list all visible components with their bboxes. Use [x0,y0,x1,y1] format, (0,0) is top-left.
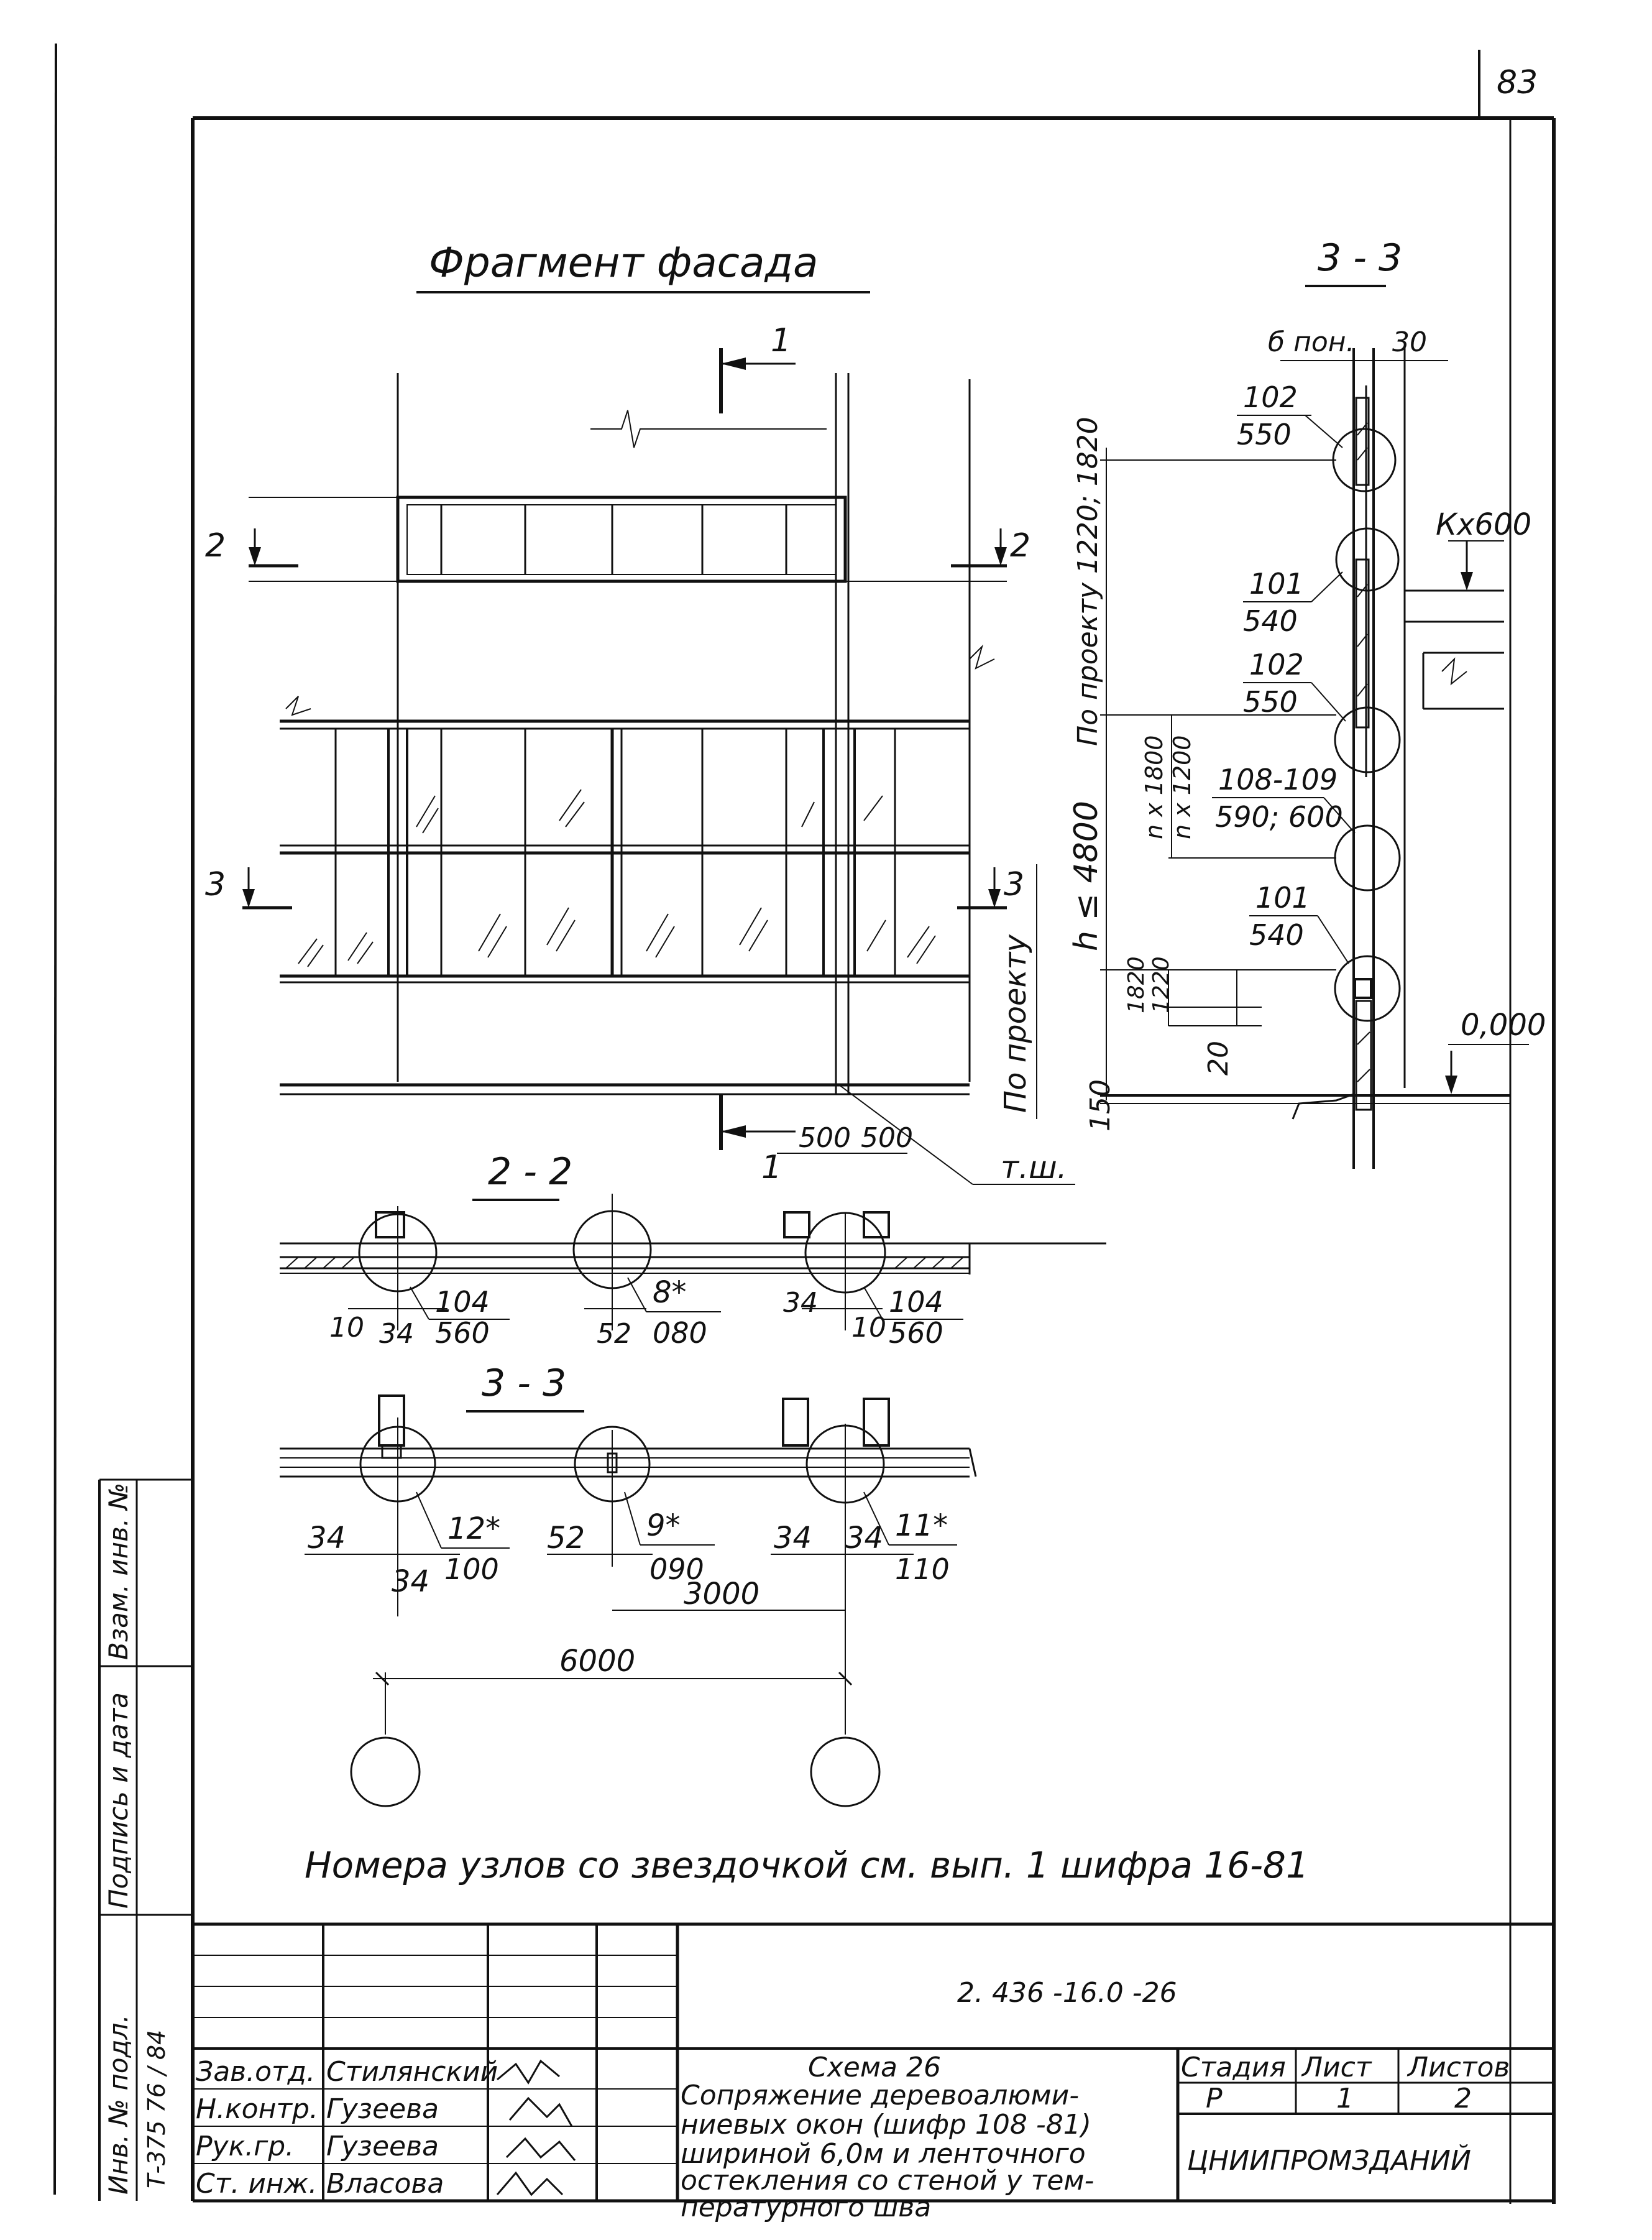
name-4: Власова [326,2168,444,2200]
sheet-550-a: 550 [1237,418,1292,451]
dim-500-a: 500 [799,1122,851,1154]
side-inv-subst: Взам. инв. № [103,1483,134,1660]
dim-3000: 3000 [684,1577,759,1611]
kx600-label: Кх600 [1436,507,1531,542]
node-102-a: 102 [1243,380,1298,414]
dim-6000: 6000 [559,1644,635,1679]
nx1800: n x 1800 [1140,735,1168,839]
doc-code: 2. 436 -16.0 -26 [957,1977,1177,2009]
dim-10-a: 10 [329,1312,364,1344]
section-mark-1-bottom: 1 [761,1149,782,1186]
sheet-110: 110 [895,1552,950,1586]
page-number: 83 [1497,64,1538,101]
desc-line-1: Сопряжение деревоалюми- [681,2080,1079,2111]
dim-34-c: 34 [774,1521,812,1556]
d1220: 1220 [1149,956,1174,1013]
section-mark-3-left: 3 [205,866,226,903]
side-inv-orig: Инв. № подл. [103,2014,134,2195]
role-group-lead: Рук.гр. [196,2131,294,2162]
facade-fragment: Фрагмент фасада 1 1 2 2 3 3 [205,239,1075,1186]
dim-10-b: 10 [851,1312,886,1344]
dim-500-b: 500 [861,1122,913,1154]
h-le-4800: h ≤ 4800 [1068,801,1105,951]
nx1200: n x 1200 [1168,735,1196,839]
sheet-090: 090 [649,1552,704,1586]
node-101-b: 101 [1255,881,1310,915]
dim-34-a: 34 [308,1521,346,1556]
d150: 150 [1085,1079,1116,1132]
node-101-a: 101 [1249,567,1304,601]
side-stamp: Взам. инв. № Подпись и дата Инв. № подл.… [98,1478,193,2201]
sheet-540-b: 540 [1249,918,1304,952]
section-3-3-title: 3 - 3 [1318,236,1402,280]
side-signature: Подпись и дата [103,1692,134,1909]
by-project-label: По проекту [998,934,1033,1113]
section-3-3-vertical: 3 - 3 Кх600 [1068,236,1546,1169]
section-mark-2-right: 2 [1010,527,1030,565]
sheets-value: 2 [1454,2083,1472,2114]
sheet-590-600: 590; 600 [1215,800,1343,834]
d1820: 1820 [1124,956,1149,1013]
section-2-2-title: 2 - 2 [488,1150,572,1194]
facade-title: Фрагмент фасада [429,239,818,287]
joint-label: т.ш. [1001,1150,1067,1186]
nodes-note: Номера узлов со звездочкой см. вып. 1 ши… [305,1844,1309,1886]
name-1: Стилянский [326,2056,498,2088]
section-3-3-plan: 3 - 3 34 34 12* 100 52 9* 090 34 34 [280,1362,977,1807]
role-senior-engineer: Ст. инж. [196,2168,317,2200]
node-11: 11* [895,1508,948,1543]
dim-34-b: 34 [783,1287,818,1319]
node-9: 9* [646,1508,681,1543]
d20: 20 [1203,1041,1234,1076]
sheet-value: 1 [1336,2083,1354,2114]
node-8: 8* [653,1275,687,1310]
stage-header: Стадия [1181,2052,1286,2083]
desc-line-2: ниевых окон (шифр 108 -81) [681,2109,1091,2141]
sheet-080: 080 [653,1316,707,1350]
side-inv-value: Т-375 76 / 84 [143,2030,170,2188]
signatures [496,2059,576,2196]
name-2: Гузеева [326,2093,439,2125]
glazing-hatch [298,789,936,967]
node-104-b: 104 [889,1285,943,1319]
dim-34-a: 34 [379,1318,414,1350]
sheets-header: Листов [1406,2052,1510,2083]
desc-line-3: шириной 6,0м и ленточного [681,2138,1086,2170]
by-project-1220-1820: По проекту 1220; 1820 [1072,417,1104,746]
node-104-a: 104 [435,1285,490,1319]
sheet-560-a: 560 [435,1316,490,1350]
sheet-frame [53,43,1556,2204]
desc-line-4: остекления со стеной у тем- [681,2165,1094,2196]
title-block: 2. 436 -16.0 -26 Зав.отд. Н.контр. Рук.г… [193,1922,1554,2223]
sheet-560-b: 560 [889,1316,943,1350]
section-mark-2-left: 2 [205,527,226,565]
node-12: 12* [447,1511,500,1546]
dim-52: 52 [597,1318,631,1350]
stage-value: Р [1206,2083,1223,2114]
b-label: б пон. [1268,326,1355,358]
name-3: Гузеева [326,2131,439,2162]
desc-line-5: пературного шва [681,2192,931,2223]
sheet-header: Лист [1301,2052,1372,2083]
section-mark-3-right: 3 [1004,866,1024,903]
sheet-550-b: 550 [1243,685,1298,719]
dim-34-d: 34 [845,1521,883,1556]
dim-34-b: 34 [392,1564,429,1599]
level-label: 0,000 [1461,1008,1546,1043]
desc-title: Схема 26 [808,2052,941,2083]
section-3-3-plan-title: 3 - 3 [482,1362,566,1405]
b-dim: 30 [1392,326,1427,358]
section-2-2: 2 - 2 500 500 10 34 104 560 [280,1122,1106,1350]
node-102-b: 102 [1249,648,1304,681]
node-108-109: 108-109 [1218,763,1338,796]
dim-52-plan: 52 [547,1521,585,1556]
organization: ЦНИИПРОМЗДАНИЙ [1187,2144,1471,2177]
role-norm-control: Н.контр. [196,2093,318,2125]
role-head: Зав.отд. [196,2056,315,2088]
sheet-100: 100 [444,1552,499,1586]
sheet-540-a: 540 [1243,604,1298,638]
section-mark-1-top: 1 [771,322,791,359]
